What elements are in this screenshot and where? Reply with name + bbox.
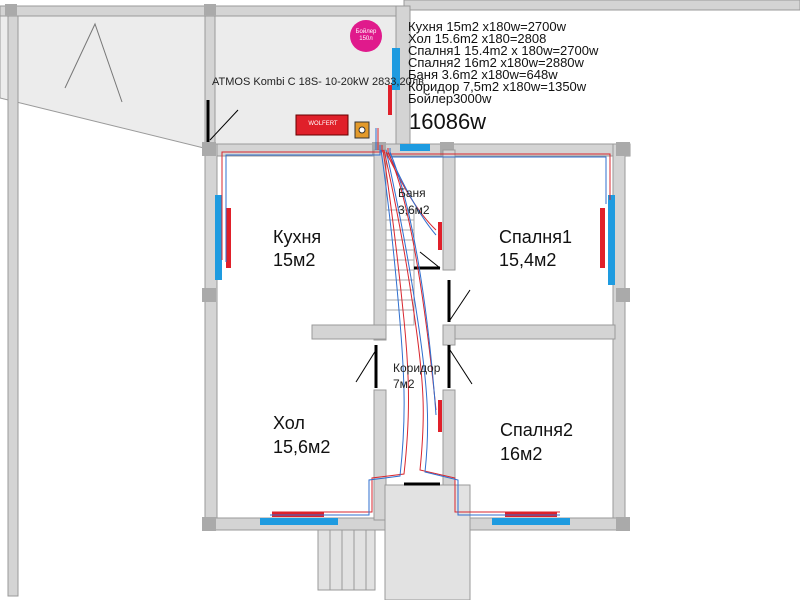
legend-line: Коридор 7,5m2 x180w=1350w xyxy=(408,79,587,94)
inner-wall xyxy=(311,324,387,340)
room-kitchen-area: 15м2 xyxy=(273,250,316,270)
total-power: 16086w xyxy=(409,109,487,134)
heat-load-legend: Кухня 15m2 x180w=2700w Хол 15.6m2 x180=2… xyxy=(408,19,599,106)
radiator xyxy=(226,208,231,268)
room-kitchen-name: Кухня xyxy=(273,227,322,247)
room-corridor-area: 7м2 xyxy=(393,377,415,391)
room-corridor-name: Коридор xyxy=(393,361,441,375)
boiler-badge: Бойлер 150л xyxy=(350,20,382,52)
boiler-model-label: ATMOS Kombi C 18S- 10-20kW 2833,20лв xyxy=(212,76,424,88)
heating-pipes xyxy=(221,128,611,516)
radiator xyxy=(438,222,442,250)
post xyxy=(7,5,19,597)
room-bedroom1-name: Спалня1 xyxy=(499,227,572,247)
doors xyxy=(206,100,451,486)
right-beam xyxy=(403,0,800,11)
window xyxy=(492,518,570,525)
inner-wall xyxy=(373,149,387,341)
post xyxy=(5,4,17,16)
terrace-arrow xyxy=(64,22,123,103)
radiator xyxy=(388,85,392,115)
boiler-badge-line2: 150л xyxy=(359,36,373,42)
top-beam xyxy=(0,5,405,17)
legend-line: Баня 3.6m2 x180w=648w xyxy=(408,67,558,82)
inner-wall xyxy=(442,324,456,346)
inner-wall xyxy=(373,389,387,521)
device-label: WOLFERT xyxy=(308,121,338,127)
room-bedroom1-area: 15,4м2 xyxy=(499,250,557,270)
radiator xyxy=(438,400,442,432)
boiler-badge-line1: Бойлер xyxy=(355,29,377,35)
window xyxy=(608,195,615,285)
entrance-steps xyxy=(317,484,471,600)
window xyxy=(400,144,430,151)
room-bedroom2-area: 16м2 xyxy=(500,444,543,464)
room-bathroom-area: 3,6м2 xyxy=(398,203,430,217)
door-swings xyxy=(209,109,473,385)
post xyxy=(204,4,216,16)
legend-line: Бойлер3000w xyxy=(408,91,492,106)
window xyxy=(260,518,338,525)
room-hall-area: 15,6м2 xyxy=(273,437,331,457)
boiler-device xyxy=(295,114,349,136)
room-hall-name: Хол xyxy=(273,413,305,433)
room-bedroom2-name: Спалня2 xyxy=(500,420,573,440)
legend-line: Спалня1 15.4m2 x 180w=2700w xyxy=(408,43,599,58)
room-bathroom-name: Баня xyxy=(398,186,426,200)
radiator xyxy=(600,208,605,268)
window xyxy=(392,48,400,90)
legend-line: Спалня2 16m2 x180w=2880w xyxy=(408,55,584,70)
window xyxy=(215,195,222,280)
legend-line: Хол 15.6m2 x180=2808 xyxy=(408,31,547,46)
inner-wall xyxy=(442,149,456,271)
legend-line: Кухня 15m2 x180w=2700w xyxy=(408,19,567,34)
inner-wall xyxy=(442,324,616,340)
